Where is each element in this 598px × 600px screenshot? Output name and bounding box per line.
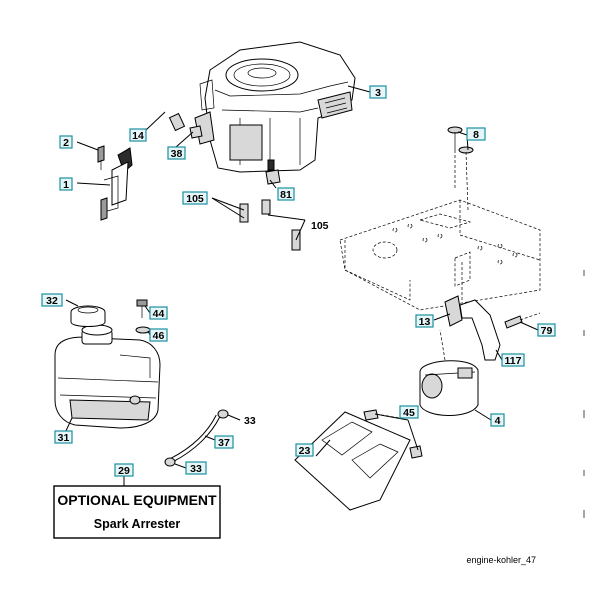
tractor-frame [339,199,541,311]
callout-31: 31 [54,430,73,444]
svg-text:1: 1 [63,179,69,191]
throttle-bracket [97,145,133,221]
callout-3: 3 [369,85,387,99]
svg-text:38: 38 [171,148,183,160]
svg-text:31: 31 [58,432,70,444]
svg-text:32: 32 [46,295,58,307]
bolts-105 [239,199,301,251]
callout-81: 81 [277,187,295,201]
leader-lines [63,85,539,486]
optional-equipment-subtitle: Spark Arrester [94,517,181,531]
label-33-plain: 33 [244,415,256,427]
fuel-cap [70,305,106,327]
callout-46: 46 [149,328,168,342]
callout-37: 37 [214,435,234,449]
svg-text:3: 3 [375,87,381,99]
bolts-8 [447,126,474,211]
callout-38: 38 [167,146,186,160]
fuel-tank [54,324,161,429]
engine-assembly [194,41,356,173]
svg-text:29: 29 [118,465,130,477]
callout-23: 23 [295,443,314,457]
svg-text:117: 117 [505,355,522,367]
svg-text:33: 33 [190,463,202,475]
callout-44: 44 [149,306,168,320]
callout-45: 45 [399,405,419,419]
heat-shield [294,409,423,511]
svg-text:105: 105 [186,193,204,205]
callout-8: 8 [466,127,486,141]
svg-text:4: 4 [495,415,501,427]
svg-text:8: 8 [473,129,479,141]
callout-13: 13 [415,314,434,328]
svg-text:13: 13 [419,316,431,328]
diagram-caption: engine-kohler_47 [466,555,536,565]
callout-105: 105 [182,191,208,205]
svg-text:37: 37 [218,437,230,449]
svg-text:46: 46 [153,330,165,342]
optional-equipment-note: OPTIONAL EQUIPMENT Spark Arrester [53,485,221,539]
svg-text:45: 45 [403,407,415,419]
optional-equipment-title: OPTIONAL EQUIPMENT [57,492,217,508]
svg-text:23: 23 [299,445,311,457]
callout-79: 79 [537,323,556,337]
fuel-hose [164,409,229,467]
callout-117: 117 [501,353,525,367]
label-105-plain: 105 [311,220,329,232]
svg-text:81: 81 [280,189,292,201]
svg-text:79: 79 [541,325,553,337]
callout-29: 29 [114,463,134,477]
callout-14: 14 [129,128,147,142]
svg-text:44: 44 [153,308,165,320]
screw-44 [136,299,148,318]
callout-33: 33 [185,461,207,475]
washer-46 [135,326,151,334]
callout-32: 32 [41,293,63,307]
exhaust-pipe [444,260,541,361]
muffler [419,329,479,416]
callout-1: 1 [59,177,73,191]
bolt-38 [189,125,203,139]
callout-2: 2 [59,135,73,149]
svg-text:2: 2 [63,137,69,149]
svg-text:14: 14 [132,130,144,142]
part-81 [265,169,281,185]
callout-4: 4 [490,413,505,427]
